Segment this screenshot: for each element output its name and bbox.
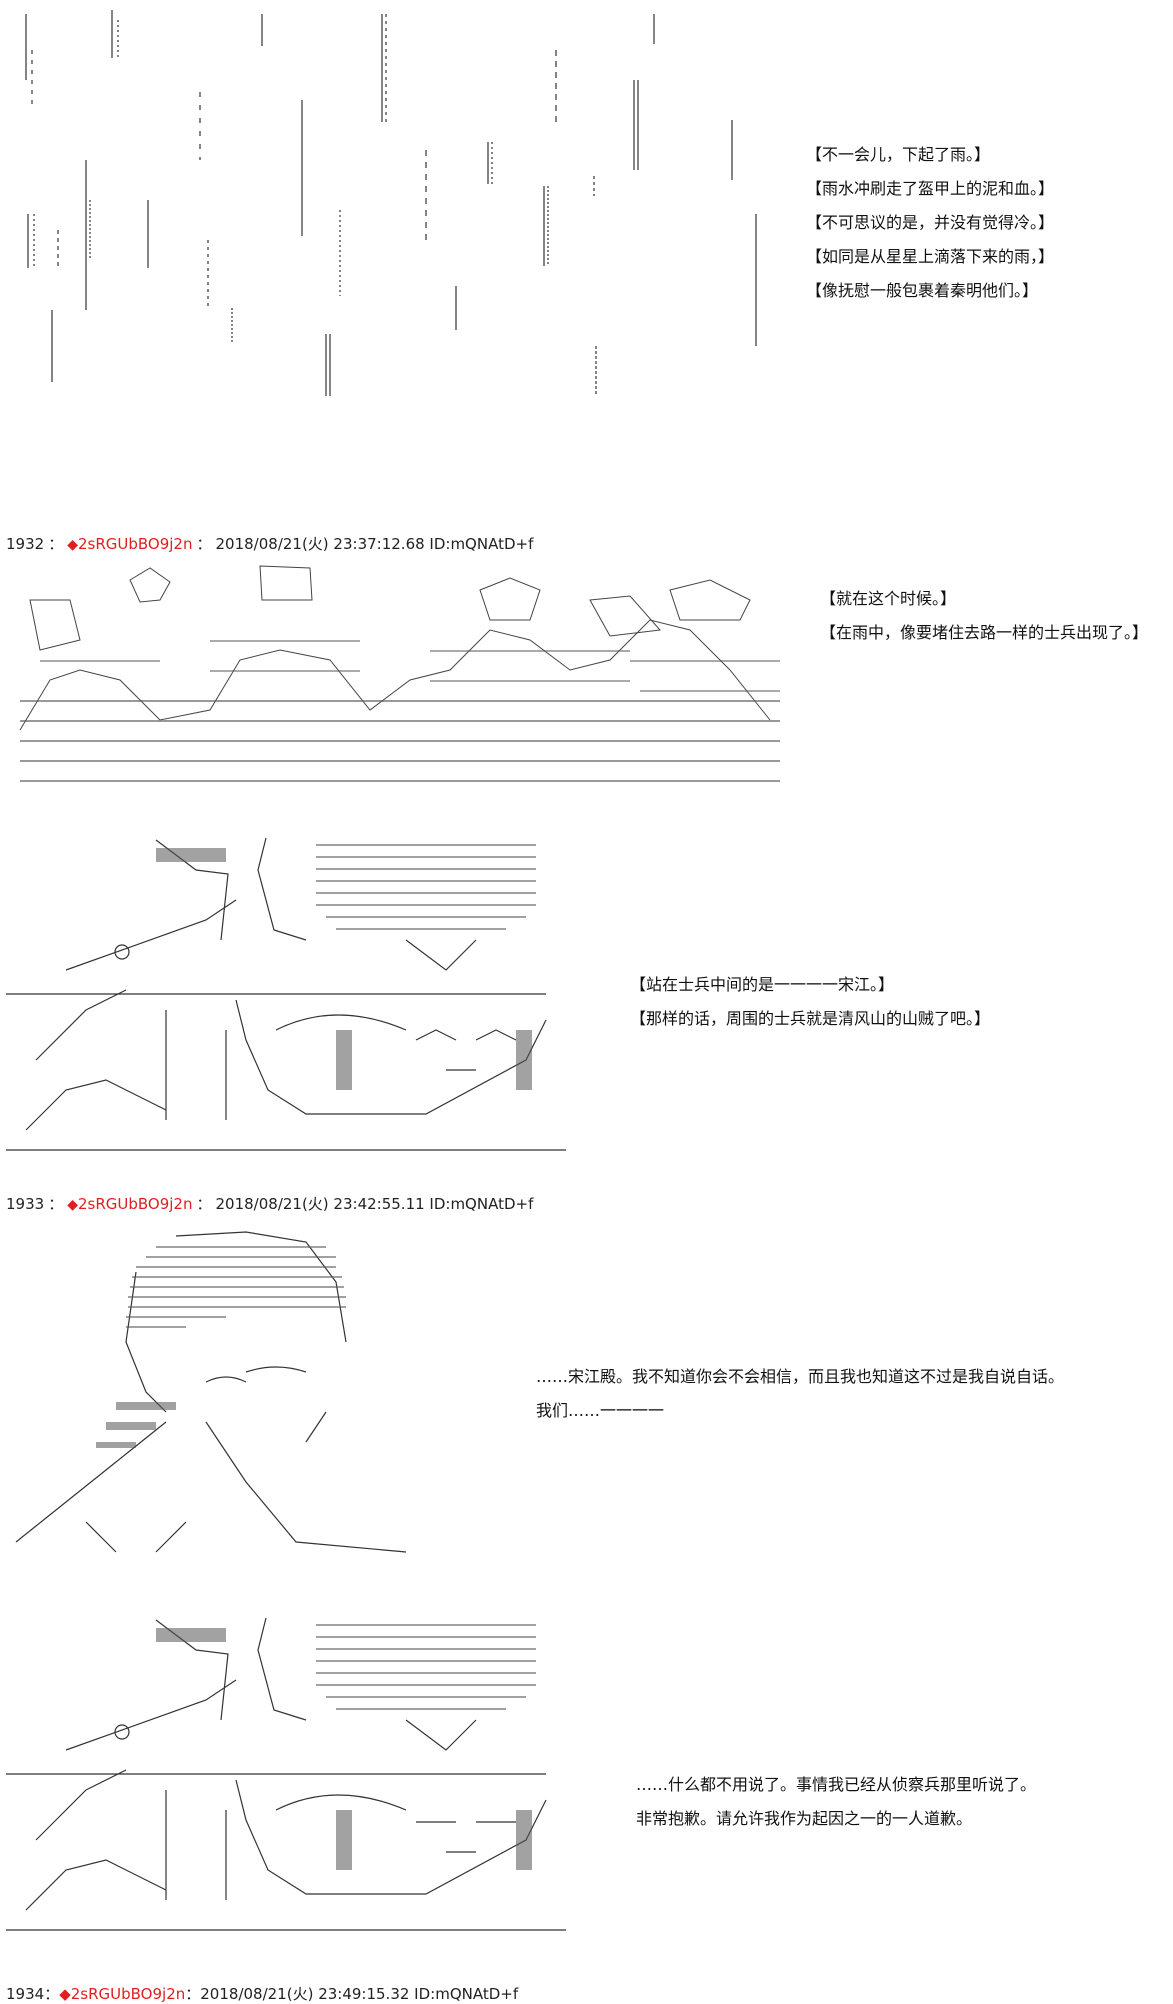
songjiang-panel-2: ……什么都不用说了。事情我已经从侦察兵那里听说了。 非常抱歉。请允许我作为起因之… bbox=[0, 1610, 1173, 1970]
poster-trip: 2sRGUbBO9j2n bbox=[77, 1195, 193, 1213]
caption-line: ……什么都不用说了。事情我已经从侦察兵那里听说了。 bbox=[636, 1775, 1037, 1794]
post-meta: 2018/08/21(火) 23:49:15.32 ID:mQNAtD+f bbox=[200, 1985, 519, 2003]
soldiers-ascii-art bbox=[10, 560, 800, 792]
caption-line: 【不可思议的是，并没有觉得冷。】 bbox=[806, 213, 1055, 232]
caption-line: 【站在士兵中间的是一一一一宋江。】 bbox=[630, 975, 895, 994]
post-number[interactable]: 1933 bbox=[6, 1195, 45, 1213]
caption-line: 【那样的话，周围的士兵就是清风山的山贼了吧。】 bbox=[630, 1009, 991, 1028]
post-meta: 2018/08/21(火) 23:42:55.11 ID:mQNAtD+f bbox=[215, 1195, 534, 1213]
caption-line: 【像抚慰一般包裹着秦明他们。】 bbox=[806, 281, 1039, 300]
caption-line: 【就在这个时候。】 bbox=[820, 589, 957, 608]
rain-panel: 【不一会儿，下起了雨。】 【雨水冲刷走了盔甲上的泥和血。】 【不可思议的是，并没… bbox=[0, 0, 1173, 420]
qinming-figure bbox=[15, 1231, 407, 1553]
soldiers-panel: 【就在这个时候。】 【在雨中，像要堵住去路一样的士兵出现了。】 bbox=[0, 560, 1173, 800]
qinming-ascii-art bbox=[6, 1222, 446, 1572]
songjiang-ascii-art bbox=[6, 830, 566, 1160]
poster-trip: 2sRGUbBO9j2n bbox=[70, 1985, 186, 2003]
caption-line: 【如同是从星星上滴落下来的雨，】 bbox=[806, 247, 1055, 266]
soldiers-captions: 【就在这个时候。】 【在雨中，像要堵住去路一样的士兵出现了。】 bbox=[820, 582, 1148, 650]
post-number[interactable]: 1932 bbox=[6, 535, 45, 553]
songjiang-captions-1: 【站在士兵中间的是一一一一宋江。】 【那样的话，周围的士兵就是清风山的山贼了吧。… bbox=[630, 968, 990, 1036]
caption-line: 【在雨中，像要堵住去路一样的士兵出现了。】 bbox=[820, 623, 1149, 642]
rain-ascii-art bbox=[0, 0, 800, 420]
caption-line: 【不一会儿，下起了雨。】 bbox=[806, 145, 991, 164]
trip-diamond-icon: ◆ bbox=[67, 537, 78, 553]
caption-line: 【雨水冲刷走了盔甲上的泥和血。】 bbox=[806, 179, 1055, 198]
soldiers-crowd bbox=[19, 565, 780, 782]
songjiang-captions-2: ……什么都不用说了。事情我已经从侦察兵那里听说了。 非常抱歉。请允许我作为起因之… bbox=[636, 1768, 1036, 1836]
poster-trip: 2sRGUbBO9j2n bbox=[77, 535, 193, 553]
qinming-captions: ……宋江殿。我不知道你会不会相信，而且我也知道这不过是我自说自话。 我们……一一… bbox=[536, 1360, 1064, 1428]
post-number[interactable]: 1934 bbox=[6, 1985, 45, 2003]
caption-line: ……宋江殿。我不知道你会不会相信，而且我也知道这不过是我自说自话。 bbox=[536, 1367, 1065, 1386]
post-header-1932: 1932：◆2sRGUbBO9j2n：2018/08/21(火) 23:37:1… bbox=[6, 535, 534, 553]
songjiang-figure bbox=[6, 837, 566, 1151]
trip-diamond-icon: ◆ bbox=[59, 1985, 71, 2003]
qinming-panel: ……宋江殿。我不知道你会不会相信，而且我也知道这不过是我自说自话。 我们……一一… bbox=[0, 1222, 1173, 1580]
songjiang-panel-1: 【站在士兵中间的是一一一一宋江。】 【那样的话，周围的士兵就是清风山的山贼了吧。… bbox=[0, 830, 1173, 1190]
caption-line: 非常抱歉。请允许我作为起因之一的一人道歉。 bbox=[636, 1809, 973, 1828]
trip-diamond-icon: ◆ bbox=[67, 1197, 78, 1213]
songjiang-figure-2 bbox=[6, 1617, 566, 1931]
post-header-1933: 1933：◆2sRGUbBO9j2n：2018/08/21(火) 23:42:5… bbox=[6, 1195, 534, 1213]
post-header-1934: 1934：◆2sRGUbBO9j2n：2018/08/21(火) 23:49:1… bbox=[6, 1985, 519, 2003]
caption-line: 我们……一一一一 bbox=[536, 1401, 665, 1420]
rain-captions: 【不一会儿，下起了雨。】 【雨水冲刷走了盔甲上的泥和血。】 【不可思议的是，并没… bbox=[806, 138, 1054, 308]
songjiang-ascii-art-2 bbox=[6, 1610, 566, 1950]
rain-lines bbox=[25, 10, 757, 396]
post-meta: 2018/08/21(火) 23:37:12.68 ID:mQNAtD+f bbox=[215, 535, 534, 553]
